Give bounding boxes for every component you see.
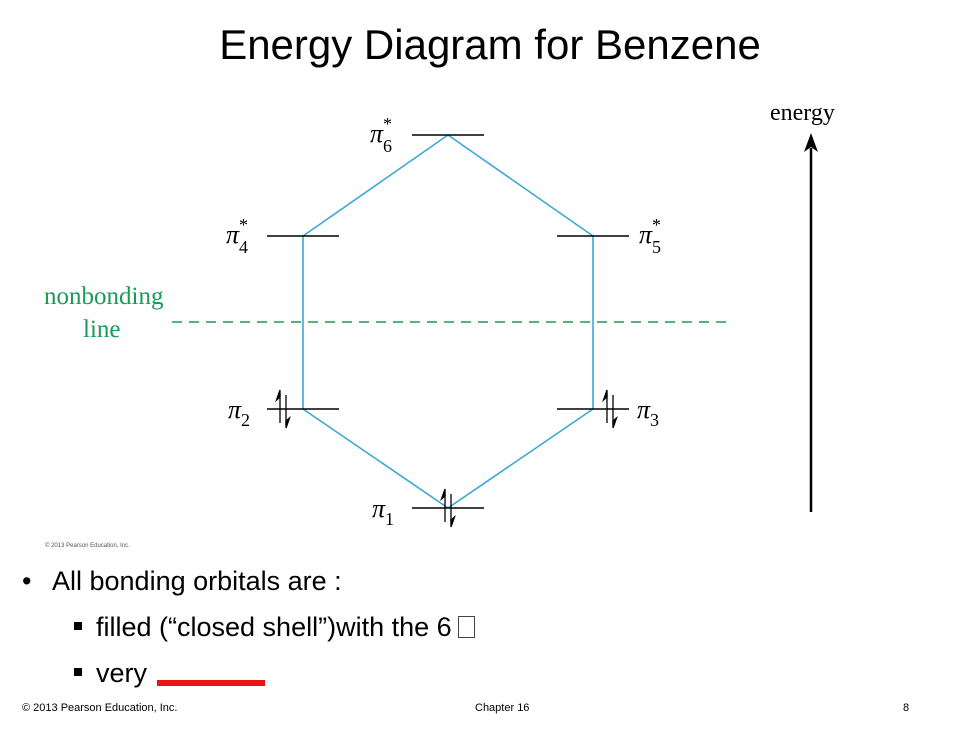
connector-2-1 <box>302 408 449 509</box>
bullet-sub-2-text: very <box>96 658 148 688</box>
electron-pairs <box>275 389 618 528</box>
energy-arrow-head <box>804 133 818 152</box>
connector-3-1 <box>447 408 594 509</box>
bullet-sub-2: very <box>74 658 266 689</box>
label-pi4: π*4 <box>226 215 248 257</box>
label-pi3: π3 <box>637 395 659 430</box>
bullet-sub-1-text: filled (“closed shell”)with the 6 <box>96 612 452 642</box>
label-pi1: π1 <box>372 494 394 529</box>
bullet-main-text: All bonding orbitals are : <box>52 566 342 596</box>
image-credit: © 2013 Pearson Education, Inc. <box>45 543 130 549</box>
nonbonding-label-1: nonbonding <box>44 283 164 310</box>
label-pi5: π*5 <box>639 215 661 257</box>
orbital-labels: π*6 π*4 π*5 π2 π3 π1 <box>226 114 661 529</box>
label-pi6: π*6 <box>370 114 392 156</box>
missing-glyph-icon <box>457 615 475 638</box>
nonbonding-label-2: line <box>83 316 121 343</box>
connector-6-5 <box>447 134 594 237</box>
square-bullet-icon <box>74 667 82 676</box>
bullet-main: • All bonding orbitals are : <box>22 566 342 597</box>
bullet-sub-1: filled (“closed shell”)with the 6 <box>74 612 475 643</box>
footer-page-number: 8 <box>903 702 910 714</box>
label-pi2: π2 <box>228 395 250 430</box>
footer-copyright: © 2013 Pearson Education, Inc. <box>22 702 178 714</box>
square-bullet-icon <box>74 621 82 630</box>
electron-pair-pi2 <box>275 389 291 429</box>
energy-levels <box>267 134 629 509</box>
electron-pair-pi1 <box>440 488 456 528</box>
benzene-energy-diagram: nonbonding line <box>44 100 835 529</box>
fill-in-blank <box>157 680 266 686</box>
bullet-dot-icon: • <box>22 566 32 596</box>
electron-pair-pi3 <box>602 389 618 429</box>
connector-6-4 <box>302 134 449 237</box>
energy-label: energy <box>770 100 835 126</box>
orbital-connectors <box>302 134 594 509</box>
slide-title: Energy Diagram for Benzene <box>219 21 761 68</box>
footer-chapter: Chapter 16 <box>475 702 530 714</box>
